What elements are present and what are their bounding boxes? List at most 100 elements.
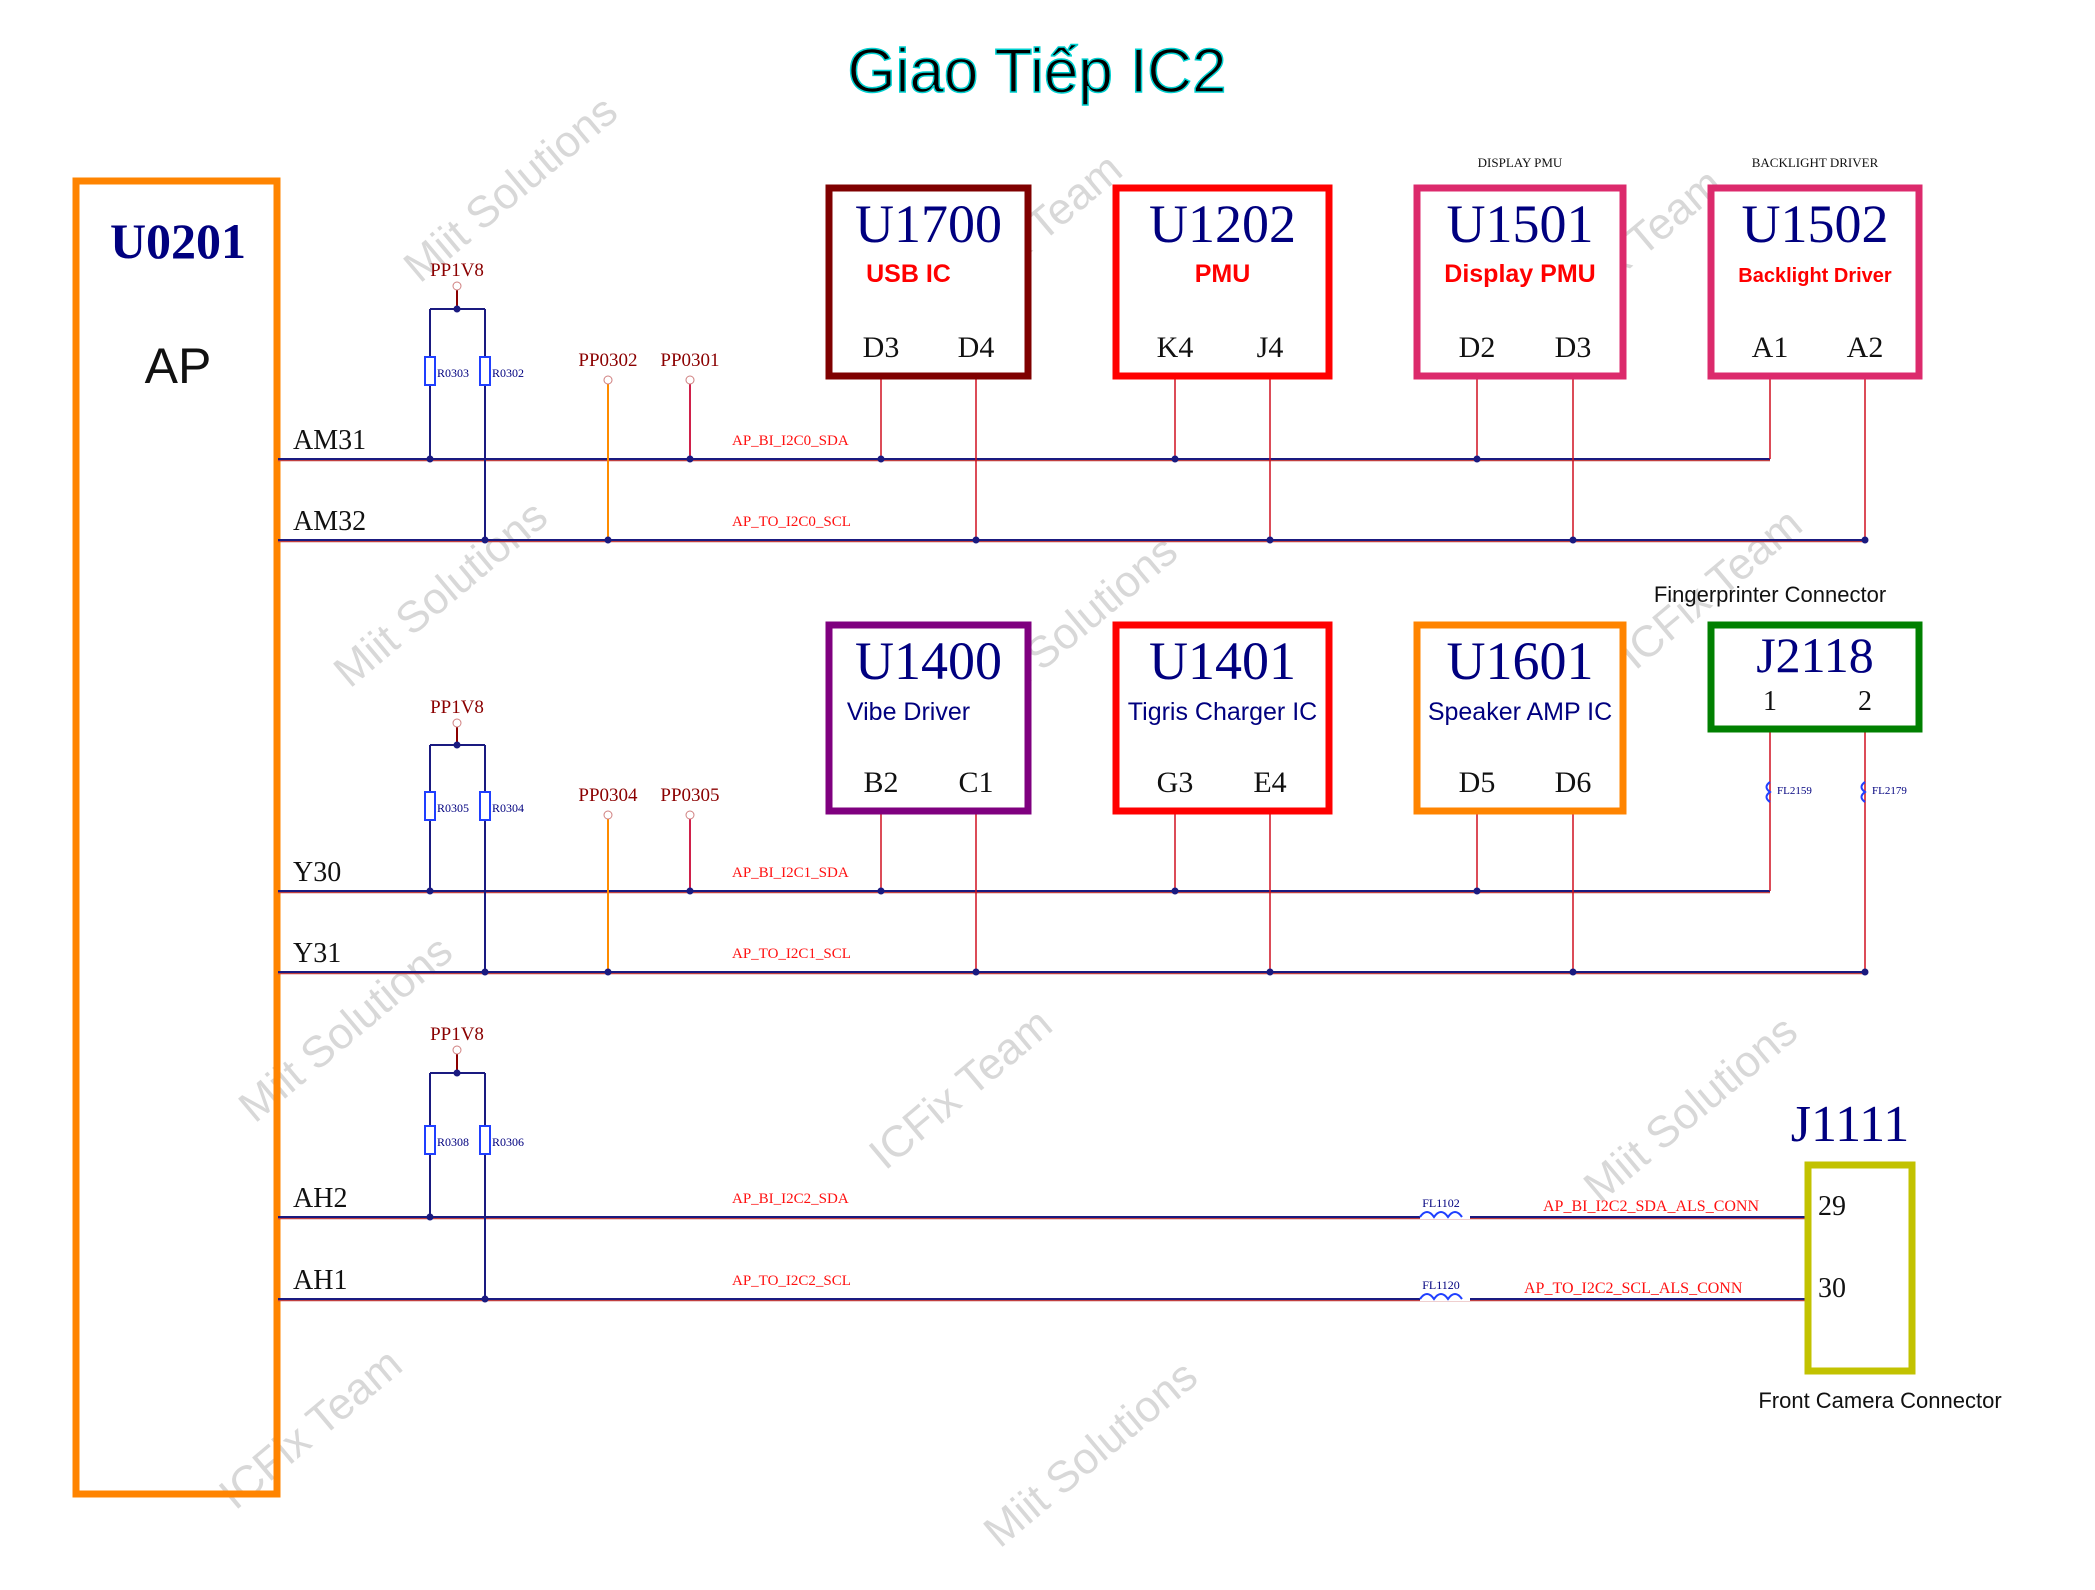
- device-ref: U1401: [1149, 631, 1296, 691]
- resistor-r0304-icon: [479, 791, 491, 821]
- test-point-pin: [685, 375, 695, 385]
- bead-gap: [1420, 1211, 1470, 1219]
- pin-label: G3: [1157, 766, 1194, 799]
- connector-pin-label: 29: [1818, 1191, 1846, 1222]
- ap-block-u0201[interactable]: U0201 AP: [72, 177, 281, 1498]
- diagram-title: Giao Tiếp IC2: [847, 37, 1226, 106]
- ferrite-bead-icon: [1765, 781, 1772, 803]
- junction-dot: [481, 1295, 489, 1303]
- pin-label: E4: [1253, 766, 1286, 799]
- junction-dot: [1266, 536, 1274, 544]
- junction-dot: [426, 1213, 434, 1221]
- watermark-text: ICFix Team: [860, 999, 1061, 1179]
- filter-label: FL1102: [1422, 1196, 1460, 1210]
- ball-label: AM32: [293, 506, 366, 537]
- device-desc: Tigris Charger IC: [1128, 698, 1317, 726]
- power-rail-pin: [452, 718, 462, 728]
- test-point-label: PP0301: [660, 350, 719, 371]
- pin-label: A2: [1847, 331, 1884, 364]
- junction-dot: [686, 455, 694, 463]
- resistor-r0302-icon: [479, 356, 491, 386]
- watermark-text: Miit Solutions: [1575, 1006, 1807, 1212]
- ferrite-bead-icon: [1419, 1293, 1463, 1301]
- test-point-label: PP0302: [578, 350, 637, 371]
- pin-label: C1: [958, 766, 993, 799]
- filter-label: FL2179: [1872, 785, 1907, 797]
- device-desc: Display PMU: [1444, 260, 1595, 288]
- device-ref: U1700: [855, 194, 1002, 254]
- connector-net-label: AP_BI_I2C2_SDA_ALS_CONN: [1543, 1198, 1759, 1215]
- pin-label: 2: [1858, 686, 1872, 717]
- rail-junction-dot: [453, 1069, 461, 1077]
- pin-label: D3: [1555, 331, 1592, 364]
- device-caption: DISPLAY PMU: [1478, 155, 1563, 170]
- junction-dot: [686, 887, 694, 895]
- device-caption: BACKLIGHT DRIVER: [1752, 155, 1879, 170]
- ap-ref: U0201: [110, 213, 246, 269]
- net-label: AP_BI_I2C0_SDA: [732, 433, 849, 449]
- resistor-label: R0305: [437, 801, 469, 815]
- device-border: [1112, 621, 1333, 815]
- watermark-text: Miit Solutions: [975, 1351, 1207, 1557]
- pin-label: D3: [863, 331, 900, 364]
- resistor-label: R0303: [437, 366, 469, 380]
- device-border: [825, 184, 1032, 380]
- device-border: [1413, 184, 1627, 380]
- device-j2118[interactable]: Fingerprinter ConnectorJ21181FL21592FL21…: [1654, 582, 1923, 803]
- resistor-r0306-icon: [479, 1125, 491, 1155]
- device-desc: PMU: [1195, 260, 1251, 288]
- connector-pin-label: 30: [1818, 1273, 1846, 1304]
- device-ref: U1502: [1742, 194, 1889, 254]
- junction-dot: [426, 455, 434, 463]
- pin-label: A1: [1752, 331, 1789, 364]
- junction-dot: [1266, 968, 1274, 976]
- connector-net-label: AP_TO_I2C2_SCL_ALS_CONN: [1524, 1280, 1743, 1297]
- pin-label: D5: [1459, 766, 1496, 799]
- power-rail-pin: [452, 1045, 462, 1055]
- device-ref: J2118: [1756, 627, 1874, 683]
- resistor-label: R0308: [437, 1135, 469, 1149]
- connector-border: [1804, 1161, 1916, 1375]
- device-border: [1112, 184, 1333, 380]
- device-border: [825, 621, 1032, 815]
- device-border: [1413, 621, 1627, 815]
- resistor-r0308-icon: [424, 1125, 436, 1155]
- junction-dot: [1171, 455, 1179, 463]
- ferrite-bead-icon: [1419, 1211, 1463, 1219]
- power-rail-label: PP1V8: [430, 260, 484, 281]
- junction-dot: [1861, 968, 1869, 976]
- pin-label: D4: [958, 331, 995, 364]
- ap-name: AP: [145, 338, 212, 394]
- junction-dot: [426, 887, 434, 895]
- connector-caption: Front Camera Connector: [1758, 1388, 2001, 1413]
- device-desc: Backlight Driver: [1738, 265, 1892, 287]
- device-desc: USB IC: [866, 260, 951, 288]
- device-desc: Vibe Driver: [847, 698, 970, 726]
- test-point-label: PP0305: [660, 785, 719, 806]
- junction-dot: [604, 968, 612, 976]
- wires-layer: [278, 290, 1866, 1302]
- ap-block-border: [72, 177, 281, 1498]
- device-ref: U1601: [1447, 631, 1594, 691]
- test-point-pin: [685, 810, 695, 820]
- pin-label: D2: [1459, 331, 1496, 364]
- device-border: [1707, 621, 1923, 733]
- junction-dot: [877, 887, 885, 895]
- filter-label: FL1120: [1422, 1278, 1460, 1292]
- junction-dot: [1171, 887, 1179, 895]
- connector-ref: J1111: [1791, 1096, 1909, 1153]
- test-point-pin: [603, 375, 613, 385]
- resistor-r0303-icon: [424, 356, 436, 386]
- ball-label: AH2: [293, 1183, 347, 1214]
- ball-label: Y30: [293, 857, 341, 888]
